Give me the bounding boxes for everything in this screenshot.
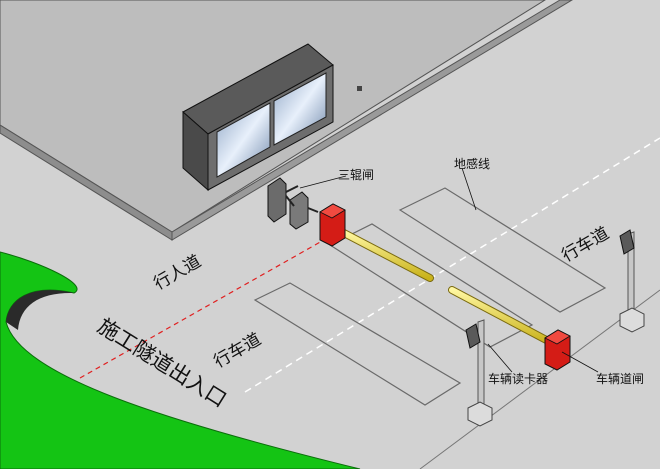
leader-barrier-gate — [561, 351, 599, 373]
platform-light — [357, 86, 362, 91]
label-card-reader: 车辆读卡器 — [488, 371, 548, 386]
curb-shadow — [6, 290, 74, 330]
card-reader-front — [465, 319, 493, 427]
loop-detectors — [253, 187, 607, 406]
guard-booth — [182, 43, 334, 192]
label-loop-detector: 地感线 — [454, 156, 490, 171]
label-turnstile: 三辊闸 — [338, 168, 374, 182]
turnstile-device — [267, 175, 347, 230]
label-barrier-gate: 车辆道闸 — [596, 371, 644, 386]
barrier-gate-right — [448, 286, 571, 371]
card-reader-right — [619, 229, 645, 333]
booth-window-right — [273, 72, 327, 146]
leader-loop-detector — [461, 167, 477, 211]
platform-edge-right — [171, 0, 573, 241]
pedestrian-divider-line — [79, 227, 346, 379]
loop-detector-middle — [328, 223, 534, 348]
loop-detector-right — [398, 187, 607, 313]
loop-detector-front — [253, 282, 462, 406]
barrier-gate-left — [319, 203, 434, 282]
leader-card-reader — [487, 343, 513, 373]
lane-divider-line — [244, 137, 660, 393]
leader-lines — [461, 167, 599, 373]
booth-window-left — [216, 102, 271, 178]
